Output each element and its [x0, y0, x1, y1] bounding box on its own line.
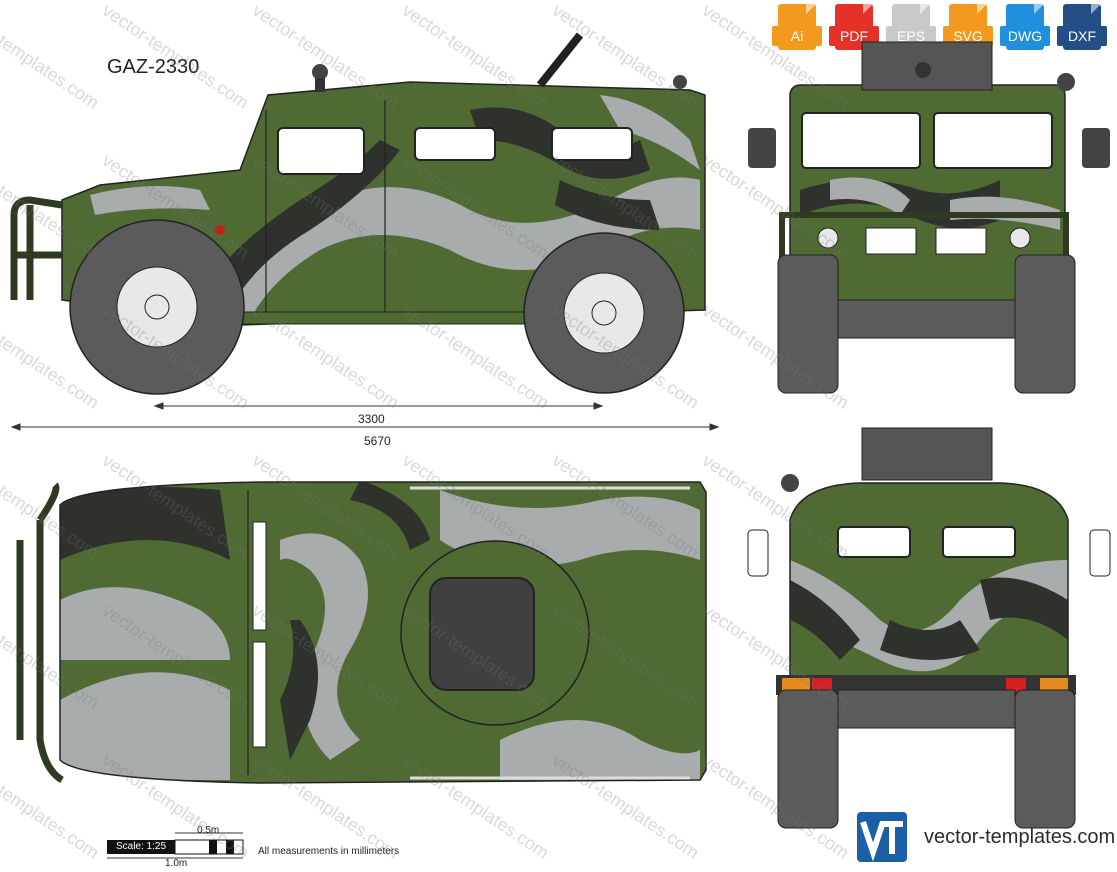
format-label: SVG [943, 26, 993, 46]
page-title: GAZ-2330 [107, 56, 200, 78]
top-view [16, 481, 707, 784]
format-dwg-icon[interactable]: DWG [1000, 4, 1050, 50]
dimension-lines [10, 402, 720, 431]
scale-half-label: 0.5m [197, 825, 220, 836]
length-label: 5670 [364, 434, 391, 448]
format-ai-icon[interactable]: Ai [772, 4, 822, 50]
rear-wheel [523, 232, 685, 394]
scale-bar [107, 832, 244, 859]
format-eps-icon[interactable]: EPS [886, 4, 936, 50]
scale-full-label: 1.0m [165, 858, 188, 869]
format-label: EPS [886, 26, 936, 46]
format-label: Ai [772, 26, 822, 46]
format-label: DWG [1000, 26, 1050, 46]
scale-label: Scale: 1:25 [107, 840, 175, 854]
format-dxf-icon[interactable]: DXF [1057, 4, 1107, 50]
side-view [10, 32, 706, 395]
brand-logo-icon [857, 812, 907, 862]
scale-note: All measurements in millimeters [258, 846, 400, 857]
brand-name[interactable]: vector-templates.com [924, 826, 1116, 848]
wheelbase-label: 3300 [358, 412, 385, 426]
rear-view [747, 427, 1111, 829]
front-view [748, 41, 1110, 394]
format-label: PDF [829, 26, 879, 46]
format-label: DXF [1057, 26, 1107, 46]
front-wheel [69, 219, 245, 395]
